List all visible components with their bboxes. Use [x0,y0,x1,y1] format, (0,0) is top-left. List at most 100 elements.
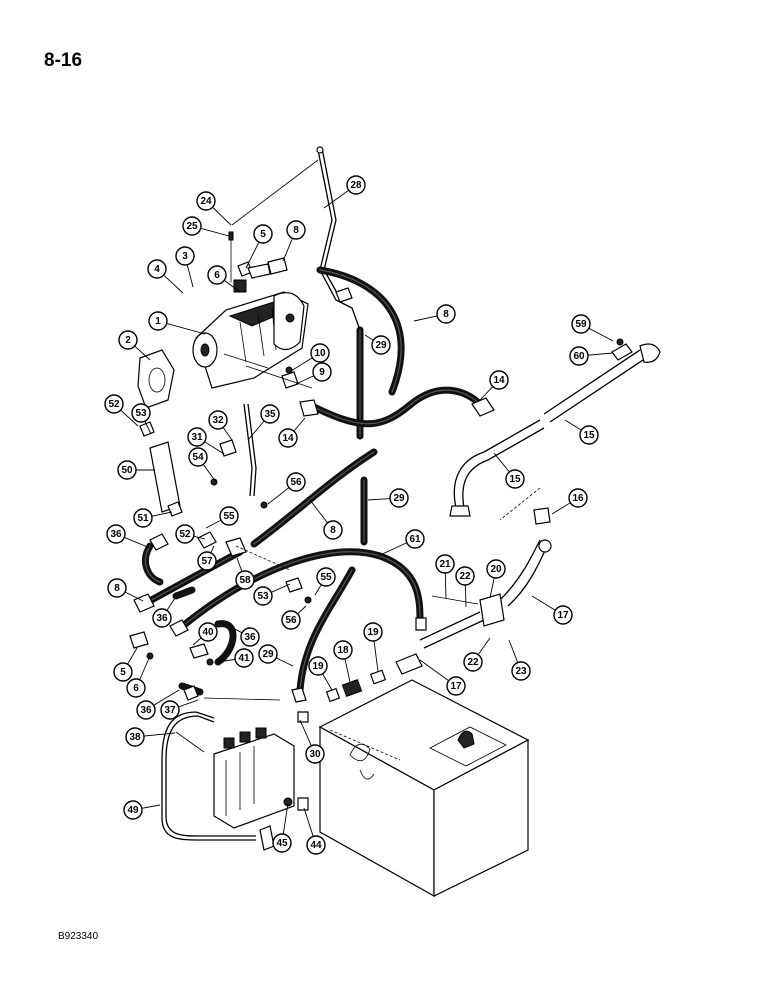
leader-line-c30 [299,719,312,746]
callout-circle [310,343,330,363]
callout-c51: 51 [133,508,153,528]
callout-circle [568,488,588,508]
callout-label: 21 [439,559,451,570]
callout-circle [260,404,280,424]
leader-line-c38 [143,732,176,737]
callout-circle [197,551,217,571]
callout-label: 55 [223,511,235,522]
callout-label: 37 [164,705,176,716]
callout-circle [113,662,133,682]
callout-c14b: 14 [278,428,298,448]
callout-circle [118,330,138,350]
callout-label: 59 [575,319,587,330]
leader-line-c10 [290,357,313,372]
callout-label: 61 [409,534,421,545]
leader-line-c15 [564,419,582,431]
callout-label: 36 [244,632,256,643]
callout-label: 52 [179,529,191,540]
callout-label: 53 [257,591,269,602]
callout-label: 25 [186,221,198,232]
leader-line-c18 [344,658,351,683]
callout-label: 15 [583,430,595,441]
callout-c15: 15 [579,425,599,445]
leader-line-c53b [271,583,291,593]
callout-c55: 55 [219,506,239,526]
callout-circle [107,578,127,598]
callout-c8b: 8 [436,304,456,324]
callout-circle [486,559,506,579]
callout-circle [305,744,325,764]
callout-label: 51 [137,513,149,524]
leader-line-c53 [144,420,152,435]
callout-circle [286,220,306,240]
callout-c55b: 55 [316,567,336,587]
callout-label: 16 [572,493,584,504]
callout-circle [253,586,273,606]
callout-circle [208,410,228,430]
callout-c45: 45 [272,833,292,853]
leader-line-c35 [247,420,265,441]
leader-line-c21 [444,572,447,599]
callout-label: 6 [214,270,220,281]
callout-circle [505,469,525,489]
callout-c49: 49 [123,800,143,820]
callout-label: 36 [140,705,152,716]
leader-line-c5b [127,647,138,665]
callout-label: 22 [467,657,479,668]
callout-c1: 1 [148,311,168,331]
brackets [139,353,313,753]
callout-circle [106,524,126,544]
callout-c53b: 53 [253,586,273,606]
callout-circle [253,224,273,244]
callout-c23: 23 [511,661,531,681]
callout-circle [136,700,156,720]
callout-c56b: 56 [281,610,301,630]
leader-line-c55b [314,584,322,596]
callout-label: 23 [515,666,527,677]
callout-label: 57 [201,556,213,567]
leader-line-c2 [134,345,151,361]
leader-line-c36 [124,537,151,549]
leader-line-c32 [222,427,233,441]
callout-label: 1 [155,316,161,327]
leader-line-c4 [163,274,184,294]
leader-line-c61 [377,542,408,557]
callout-circle [371,335,391,355]
steel-line-28 [231,146,363,346]
callout-label: 36 [156,613,168,624]
callout-label: 30 [309,749,321,760]
callout-c50: 50 [117,460,137,480]
callout-circle [489,370,509,390]
leader-line-c41 [217,658,236,663]
leader-line-c36d [153,689,180,706]
callout-c22: 22 [455,566,475,586]
leader-line-c58 [236,557,243,572]
leader-line-c36b [166,597,176,611]
leader-line-c5 [245,241,260,269]
callout-label: 14 [493,375,505,386]
callout-label: 15 [509,474,521,485]
callout-label: 45 [276,838,288,849]
leader-line-c19 [373,640,379,673]
callout-circle [152,608,172,628]
callout-circle [278,428,298,448]
leader-line-c9 [295,375,315,385]
callout-label: 60 [573,351,585,362]
callout-circle [219,506,239,526]
leader-line-c31 [204,441,225,455]
callout-label: 36 [110,529,122,540]
leader-line-c8d [124,591,144,602]
callout-label: 52 [108,399,120,410]
callout-circle [235,570,255,590]
callout-c36c: 36 [240,627,260,647]
callout-label: 8 [293,225,299,236]
callout-c10: 10 [310,343,330,363]
callout-label: 4 [154,264,160,275]
leader-line-c57 [210,545,215,554]
callout-circle [240,627,260,647]
callout-c52: 52 [104,394,124,414]
callout-label: 32 [212,415,224,426]
callout-c16: 16 [568,488,588,508]
callout-c22b: 22 [463,652,483,672]
callout-c35: 35 [260,404,280,424]
